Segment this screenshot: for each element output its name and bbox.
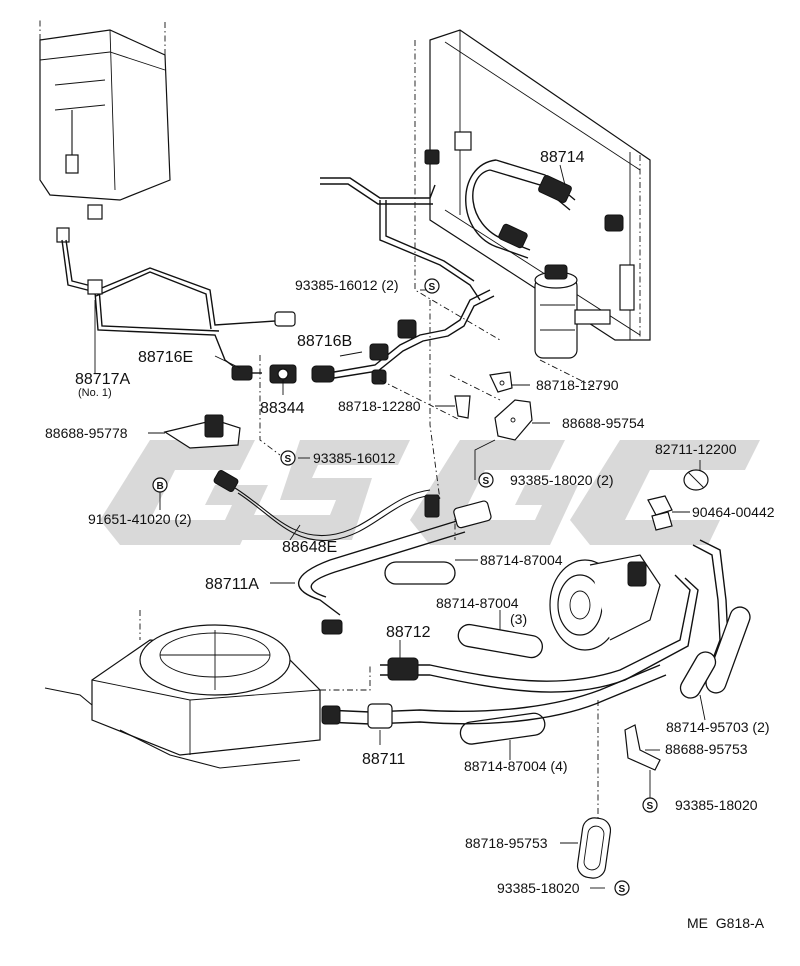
label-88688-95753: 88688-95753: [665, 741, 748, 757]
svg-text:B: B: [157, 481, 164, 492]
engine-assembly: [44, 610, 371, 769]
symbol-s-93385-16012-2: [424, 278, 440, 294]
hose-88714-87004-a: [384, 561, 456, 585]
label-88716b: 88716B: [297, 333, 352, 350]
label-93385-18020-2: 93385-18020 (2): [510, 472, 614, 488]
label-93385-16012: 93385-16012: [313, 450, 396, 466]
label-88714-87004-4: 88714-87004 (4): [464, 758, 568, 774]
footer-code: ME G818-A: [687, 915, 765, 931]
label-91651-41020-2: 91651-41020 (2): [88, 511, 192, 527]
label-88718-12280: 88718-12280: [338, 398, 421, 414]
evaporator-unit: [39, 20, 171, 243]
label-90464-00442: 90464-00442: [692, 504, 775, 520]
label-88344: 88344: [260, 400, 305, 417]
label-93385-16012-2: 93385-16012 (2): [295, 277, 399, 293]
hose-88714-95703: [679, 539, 751, 699]
hose-88714-87004-b: [457, 623, 543, 659]
pipe-88717a: [61, 239, 246, 376]
bracket-88718-12280: [454, 395, 471, 419]
label-93385-18020-b: 93385-18020: [497, 880, 580, 896]
clamp-90464-00442: [647, 495, 673, 531]
label-88711: 88711: [362, 751, 405, 768]
part-88711a: [298, 500, 492, 635]
label-88717a: 88717A: [75, 371, 130, 388]
clamp-88718-95753: [576, 817, 612, 879]
hose-88711: [321, 664, 667, 729]
label-82711-12200: 82711-12200: [655, 441, 737, 457]
svg-text:S: S: [647, 801, 654, 812]
label-88718-95753: 88718-95753: [465, 835, 548, 851]
part-88716b: [311, 289, 495, 385]
label-88714-87004-a: 88714-87004: [480, 552, 563, 568]
svg-text:S: S: [619, 884, 626, 895]
label-88714-95703-2: 88714-95703 (2): [666, 719, 770, 735]
clamp-82711-12200: [683, 469, 709, 491]
label-88688-95778: 88688-95778: [45, 425, 128, 441]
bracket-88718-12790: [489, 371, 513, 393]
part-88344: [269, 364, 297, 384]
label-88688-95754: 88688-95754: [562, 415, 645, 431]
condenser: [320, 29, 651, 359]
label-93385-18020-a: 93385-18020: [675, 797, 758, 813]
label-88714-87004-b-qty: (3): [510, 611, 527, 627]
symbol-s-93385-16012: [280, 450, 296, 466]
svg-text:S: S: [483, 476, 490, 487]
label-88714: 88714: [540, 149, 585, 166]
part-88648e: [213, 470, 440, 542]
hose-88714-87004-4: [459, 712, 546, 745]
symbol-s-93385-18020-a: [642, 797, 658, 813]
bracket-88688-95778: [163, 414, 241, 449]
label-88717a-note: (No. 1): [78, 387, 112, 399]
label-88716e: 88716E: [138, 349, 193, 366]
label-88711a: 88711A: [205, 576, 259, 593]
label-88718-12790: 88718-12790: [536, 377, 619, 393]
watermark: [100, 440, 760, 545]
label-88648e: 88648E: [282, 539, 337, 556]
symbol-b-91651-41020: [152, 477, 168, 493]
compressor: [549, 554, 661, 651]
svg-text:S: S: [429, 282, 436, 293]
symbol-s-93385-18020-b: [614, 880, 630, 896]
symbol-s-93385-18020-2: [478, 472, 494, 488]
label-88712: 88712: [386, 624, 431, 641]
bracket-88688-95754: [494, 399, 533, 441]
svg-text:S: S: [285, 454, 292, 465]
bracket-88688-95753: [624, 724, 661, 771]
label-88714-87004-b: 88714-87004: [436, 595, 519, 611]
